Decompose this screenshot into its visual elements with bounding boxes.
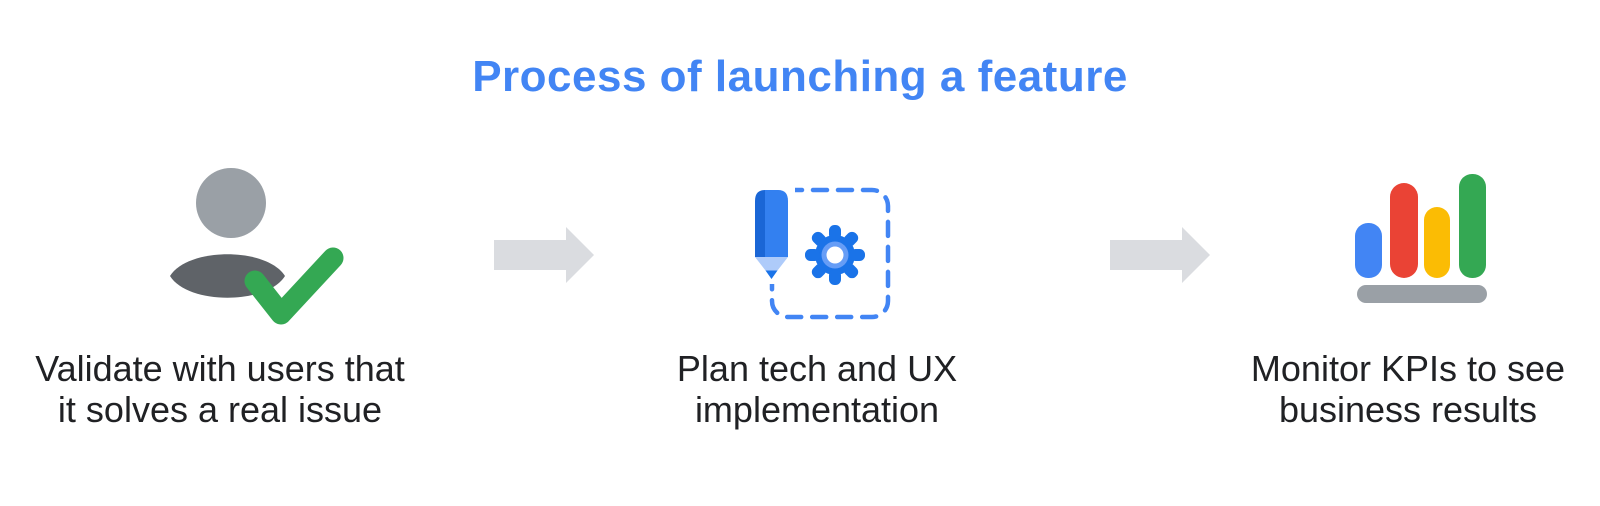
pencil-point <box>765 270 778 279</box>
step-label-plan: Plan tech and UX implementation <box>617 348 1017 430</box>
step-label-monitor: Monitor KPIs to see business results <box>1208 348 1600 430</box>
step-label-line: Monitor KPIs to see <box>1250 348 1566 389</box>
user-validated-icon <box>170 168 344 325</box>
arrow-shape <box>1110 227 1210 283</box>
pencil-tip <box>755 257 788 271</box>
pencil-gear-icon <box>747 183 891 320</box>
step-label-line: Plan tech and UX <box>676 348 958 389</box>
step-label-line: business results <box>1278 389 1538 430</box>
kpi-bar-chart-icon <box>1355 174 1487 303</box>
person-head <box>196 168 266 238</box>
step-label-validate: Validate with users that it solves a rea… <box>20 348 420 430</box>
step-label-line: Validate with users that <box>35 348 405 389</box>
step-label-line: implementation <box>694 389 940 430</box>
bar-red <box>1390 183 1418 278</box>
gear-icon <box>805 225 865 285</box>
bar-yellow <box>1424 207 1450 278</box>
pencil-body <box>755 190 788 257</box>
bar-green <box>1459 174 1486 278</box>
step-label-line: it solves a real issue <box>57 389 383 430</box>
arrow-shape <box>494 227 594 283</box>
arrow-right-icon <box>1110 227 1210 283</box>
bar-blue <box>1355 223 1382 278</box>
chart-base <box>1357 285 1487 303</box>
arrow-right-icon <box>494 227 594 283</box>
diagram-title: Process of launching a feature <box>472 52 1128 101</box>
checkmark-icon <box>244 247 344 325</box>
